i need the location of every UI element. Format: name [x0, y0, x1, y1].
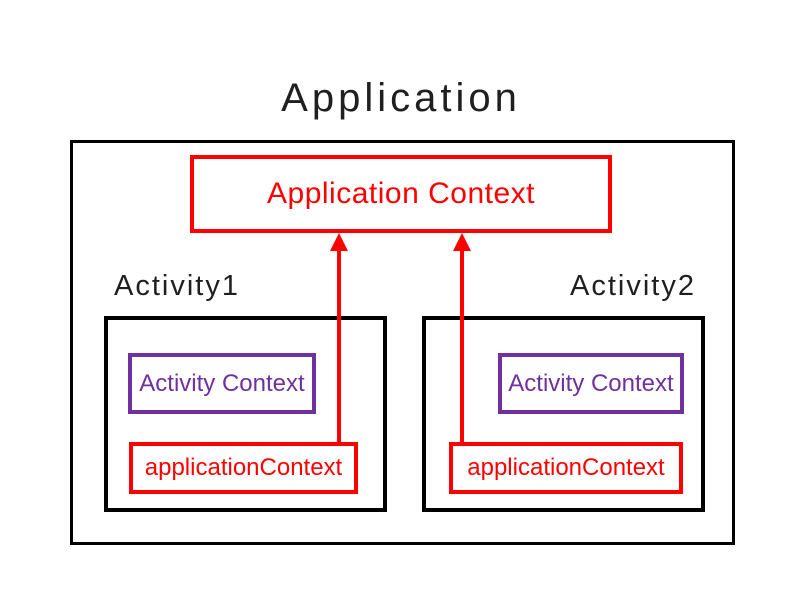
activity1-activity-context-label: Activity Context [139, 369, 305, 397]
activity2-title: Activity2 [570, 270, 696, 302]
diagram-title: Application [281, 76, 521, 120]
activity2-box [422, 316, 705, 512]
application-context-label: Application Context [267, 177, 535, 210]
arrow-line-activity2-to-application-context [460, 248, 464, 442]
activity2-applicationcontext-box: applicationContext [449, 442, 683, 494]
activity2-applicationcontext-label: applicationContext [467, 454, 665, 481]
application-outer-box [70, 140, 735, 545]
activity1-title: Activity1 [114, 270, 240, 302]
activity1-applicationcontext-box: applicationContext [129, 442, 358, 494]
activity1-activity-context-box: Activity Context [128, 353, 316, 414]
activity1-box [104, 316, 387, 512]
arrow-line-activity1-to-application-context [337, 248, 341, 442]
activity1-applicationcontext-label: applicationContext [144, 454, 343, 481]
activity2-activity-context-box: Activity Context [498, 353, 684, 414]
activity2-activity-context-label: Activity Context [508, 369, 674, 397]
arrow-head-activity1-to-application-context [330, 233, 348, 251]
application-context-box: Application Context [190, 155, 612, 233]
arrow-head-activity2-to-application-context [453, 233, 471, 251]
